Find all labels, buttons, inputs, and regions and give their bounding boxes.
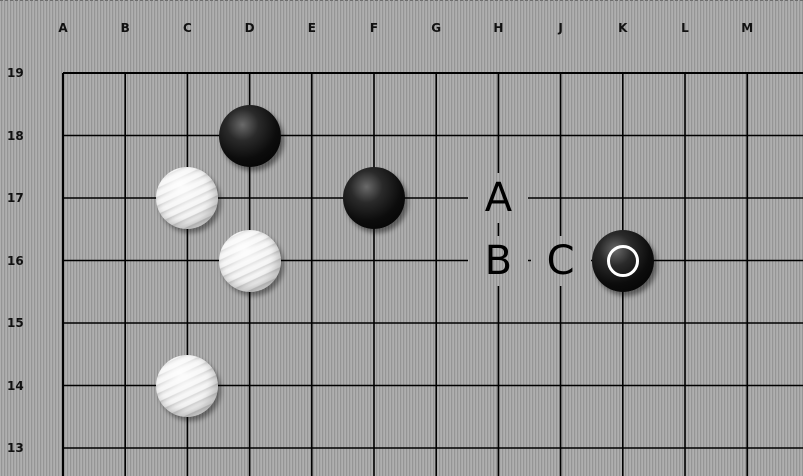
column-label-c: C xyxy=(177,22,197,34)
column-label-g: G xyxy=(426,22,446,34)
row-label-14: 14 xyxy=(7,380,24,392)
row-label-15: 15 xyxy=(7,317,24,329)
column-label-e: E xyxy=(302,22,322,34)
last-move-circle-icon xyxy=(607,245,639,277)
white-stone-c17 xyxy=(156,167,218,229)
column-label-d: D xyxy=(240,22,260,34)
board-mark-a: A xyxy=(468,173,528,223)
row-label-18: 18 xyxy=(7,130,24,142)
black-stone-d18 xyxy=(219,105,281,167)
white-stone-c14 xyxy=(156,355,218,417)
row-label-19: 19 xyxy=(7,67,24,79)
row-label-17: 17 xyxy=(7,192,24,204)
column-label-j: J xyxy=(551,22,571,34)
column-label-a: A xyxy=(53,22,73,34)
board-mark-c: C xyxy=(531,236,591,286)
column-label-l: L xyxy=(675,22,695,34)
black-stone-k16 xyxy=(592,230,654,292)
column-label-b: B xyxy=(115,22,135,34)
column-label-m: M xyxy=(737,22,757,34)
board-mark-b: B xyxy=(468,236,528,286)
white-stone-d16 xyxy=(219,230,281,292)
column-label-h: H xyxy=(488,22,508,34)
row-label-16: 16 xyxy=(7,255,24,267)
column-label-k: K xyxy=(613,22,633,34)
row-label-13: 13 xyxy=(7,442,24,454)
column-label-f: F xyxy=(364,22,384,34)
black-stone-f17 xyxy=(343,167,405,229)
